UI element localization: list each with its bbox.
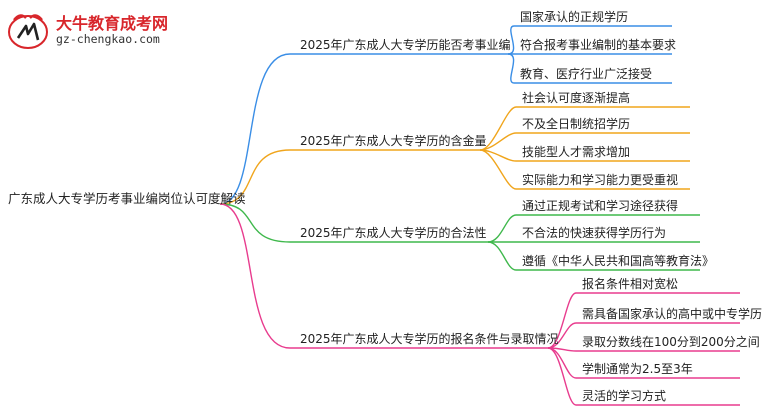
leaf-label-4-5: 灵活的学习方式 [582,389,667,403]
leaf-link-3-3 [487,241,700,271]
leaf-label-2-2: 不及全日制统招学历 [522,117,631,131]
leaf-label-3-3: 遵循《中华人民共和国高等教育法》 [522,254,715,268]
branch-link-2 [219,149,480,205]
mindmap-root: 广东成人大专学历考事业编岗位认可度解读 [8,191,246,206]
bull-logo-icon [8,14,48,49]
branch-label-2: 2025年广东成人大专学历的含金量 [300,134,487,148]
leaf-label-1-3: 教育、医疗行业广泛接受 [520,67,653,81]
branch-label-4: 2025年广东成人大专学历的报名条件与录取情况 [300,332,559,346]
leaf-link-3-1 [487,214,700,243]
leaf-label-3-2: 不合法的快速获得学历行为 [522,226,667,240]
branch-link-4 [219,203,548,349]
branch-label-1: 2025年广东成人大专学历能否考事业编 [300,38,511,52]
brand-logo: 大牛教育成考网 gz-chengkao.com [6,6,196,54]
leaf-label-3-1: 通过正规考试和学习途径获得 [522,199,679,213]
leaf-label-4-4: 学制通常为2.5至3年 [582,362,693,376]
branch-link-1 [219,53,508,205]
leaf-link-2-4 [479,149,690,190]
brand-url: gz-chengkao.com [56,32,160,46]
leaf-link-4-5 [547,347,740,406]
branch-link-3 [219,203,488,243]
leaf-link-4-1 [547,292,740,349]
leaf-label-1-1: 国家承认的正规学历 [520,10,629,24]
leaf-label-2-1: 社会认可度逐渐提高 [522,91,631,105]
leaf-label-4-1: 报名条件相对宽松 [582,277,679,291]
leaf-label-2-4: 实际能力和学习能力更受重视 [522,173,679,187]
leaf-link-4-3 [547,347,740,352]
leaf-label-2-3: 技能型人才需求增加 [522,145,631,159]
branch-label-3: 2025年广东成人大专学历的合法性 [300,226,487,240]
leaf-link-2-2 [479,132,690,151]
leaf-label-1-2: 符合报考事业编制的基本要求 [520,38,677,52]
leaf-link-1-3 [507,53,672,84]
leaf-link-2-1 [479,106,690,151]
leaf-label-4-2: 需具备国家承认的高中或中专学历 [582,307,762,321]
leaf-link-4-2 [547,322,740,349]
leaf-label-4-3: 录取分数线在100分到200分之间 [582,335,760,349]
leaf-link-2-3 [479,149,690,162]
leaf-link-1-1 [507,25,672,55]
brand-name: 大牛教育成考网 [56,14,169,33]
mindmap-links [219,25,740,406]
